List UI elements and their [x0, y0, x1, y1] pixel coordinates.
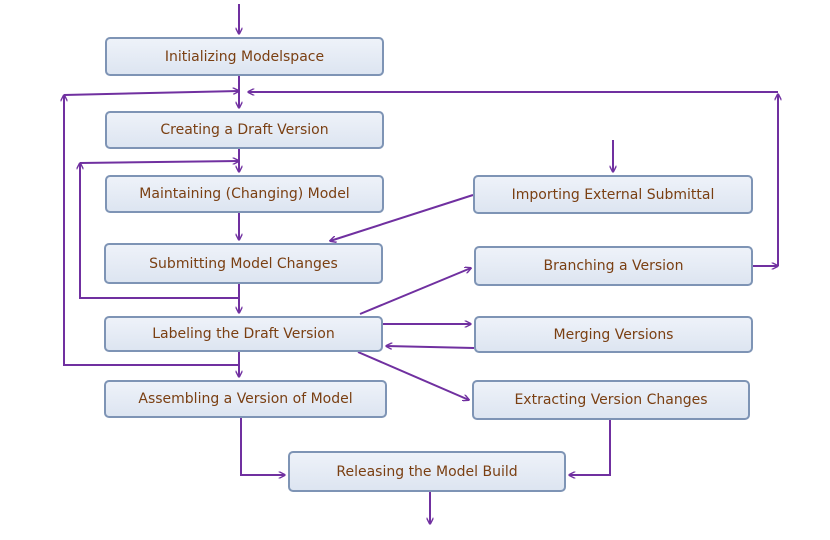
arrow-loop-inner-top [79, 161, 239, 163]
node-releasing-model-build: Releasing the Model Build [288, 451, 566, 492]
arrow-label-branch [359, 268, 471, 315]
arrow-label-extract [357, 351, 469, 400]
arrow-loop-label-draft [64, 95, 239, 366]
node-initializing-modelspace: Initializing Modelspace [105, 37, 384, 76]
arrow-assem-release [240, 418, 285, 475]
node-branching-version: Branching a Version [474, 246, 753, 286]
node-merging-versions: Merging Versions [474, 316, 753, 353]
node-maintaining-model: Maintaining (Changing) Model [105, 175, 384, 213]
arrow-loop-submit-maint [80, 163, 239, 299]
node-importing-external-submittal: Importing External Submittal [473, 175, 753, 214]
arrow-merge-label [386, 346, 475, 348]
node-extracting-version-changes: Extracting Version Changes [472, 380, 750, 420]
arrow-extract-release [569, 420, 611, 475]
node-labeling-draft-version: Labeling the Draft Version [104, 316, 383, 352]
node-assembling-version: Assembling a Version of Model [104, 380, 387, 418]
arrow-import-submit [330, 194, 474, 241]
node-creating-draft-version: Creating a Draft Version [105, 111, 384, 149]
arrow-loop-top [63, 91, 239, 96]
node-submitting-model-changes: Submitting Model Changes [104, 243, 383, 284]
